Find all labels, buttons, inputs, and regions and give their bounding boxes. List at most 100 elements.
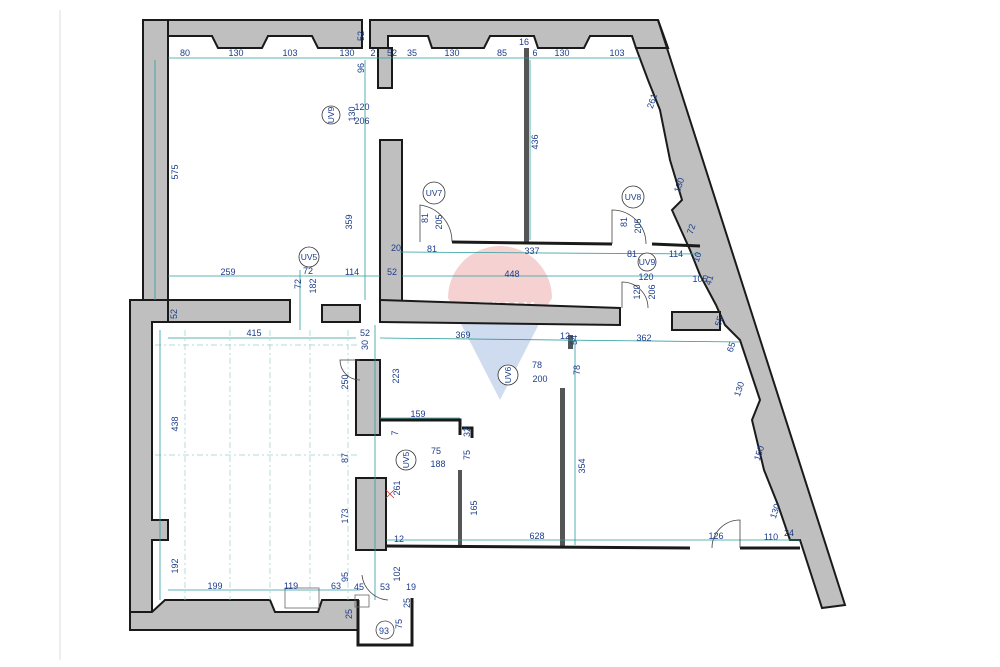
dim-label: 30 [360,340,370,350]
dim-label: 206 [647,284,657,299]
dim-label: 182 [308,278,318,293]
dim-label: 359 [344,214,354,229]
dim-label: 52 [387,267,397,277]
dim-label: 159 [410,409,425,419]
dim-label: 103 [609,48,624,58]
room-label-uv9-mid: UV9 [637,252,657,272]
dim-label: 261 [392,480,402,495]
dim-label: 25 [344,609,354,619]
dim-label: 105 [692,274,707,284]
dim-label: 78 [532,360,542,370]
dim-label: 130 [732,380,746,397]
dimension-labels: 80 130 103 130 2 52 35 130 85 16 6 130 1… [169,31,794,636]
room-label-text: UV9 [326,106,336,123]
dim-label: 205 [434,214,444,229]
dim-label: 119 [284,581,298,591]
room-label-uv7: UV7 [422,181,446,205]
dim-label: 20 [391,243,401,253]
dim-label: 130 [444,48,459,58]
dim-label: 75 [431,446,441,456]
dim-label: 63 [331,581,341,591]
room-label-text: UV5 [401,451,411,468]
dim-label: 81 [420,213,430,223]
dim-label: 78 [572,365,582,375]
dim-label: 261 [645,92,659,109]
room-label-text: UV5 [301,252,318,262]
dim-label: 199 [207,581,222,591]
outer-wall-top [142,19,363,49]
dim-label: 354 [577,458,587,473]
dim-label: 19 [406,582,416,592]
dim-label: 45 [354,582,364,592]
dim-label: 165 [469,500,479,515]
outer-wall-right [634,19,847,610]
dimension-lines [154,57,800,600]
dim-label: 130 [339,48,354,58]
dim-label: 55 [713,315,726,328]
room-label-uv9-top: UV9 [321,105,341,125]
dim-label: 24 [784,528,794,538]
outer-wall-left-upper [142,19,169,301]
dim-label: 448 [504,269,519,279]
dim-label: 110 [764,532,778,542]
dim-label: 85 [497,48,507,58]
dim-label: 81 [627,249,637,259]
dim-label: 369 [455,330,470,340]
room-label-text: UV7 [426,188,443,198]
dim-label: 188 [430,459,445,469]
dim-label: 200 [532,374,547,384]
dim-label: 120 [632,284,642,299]
dim-label: 75 [394,619,404,629]
dim-label: 337 [524,246,539,256]
dim-label: 120 [354,102,369,112]
dim-label: 120 [638,272,653,282]
dim-label: 65 [725,341,738,354]
dim-label: 130 [228,48,243,58]
structural-grid [155,330,360,600]
dim-label: 41 [703,274,716,287]
dim-label: 628 [529,531,544,541]
dim-label: 130 [347,106,357,121]
interior-walls [167,47,800,647]
room-label-text: UV6 [503,366,513,383]
dim-label: 6 [532,48,537,58]
dim-label: 72 [293,279,303,289]
dim-label: 415 [246,328,261,338]
dim-label: 7 [390,430,400,435]
dim-label: 206 [354,116,369,126]
dim-label: 250 [340,374,350,389]
dim-label: 72 [685,223,698,236]
dim-label: 54 [569,335,579,345]
outer-wall-bottom [129,599,359,631]
room-label-uv5-top: UV5 [298,246,320,268]
dim-label: 205 [633,218,643,233]
dim-label: 103 [282,48,297,58]
dim-label: 32 [462,427,472,437]
dim-label: 259 [220,267,235,277]
dim-label: 52 [356,31,366,41]
dim-label: 95 [340,572,350,582]
dim-label: 53 [380,582,390,592]
dim-label: 130 [768,502,782,519]
dim-label: 102 [392,566,402,581]
dim-label: 52 [387,48,397,58]
dim-label: 2 [370,48,375,58]
dim-label: 52 [360,328,370,338]
dim-label: 192 [170,558,180,573]
dim-label: 575 [170,164,180,179]
marker-icon [385,489,395,499]
door-swings [284,204,741,640]
dim-label: 81 [619,217,629,227]
dim-label: 130 [554,48,569,58]
dim-label: 126 [708,531,723,541]
dim-label: 72 [303,266,313,276]
dim-label: 16 [519,37,529,47]
dim-label: 93 [379,626,389,636]
room-label-text: UV9 [639,257,656,267]
dim-label: 223 [391,368,401,383]
dim-label: 12 [394,534,404,544]
room-label-uv8: UV8 [621,185,645,209]
dim-label: 114 [345,267,359,277]
room-label-text: UV8 [625,192,642,202]
